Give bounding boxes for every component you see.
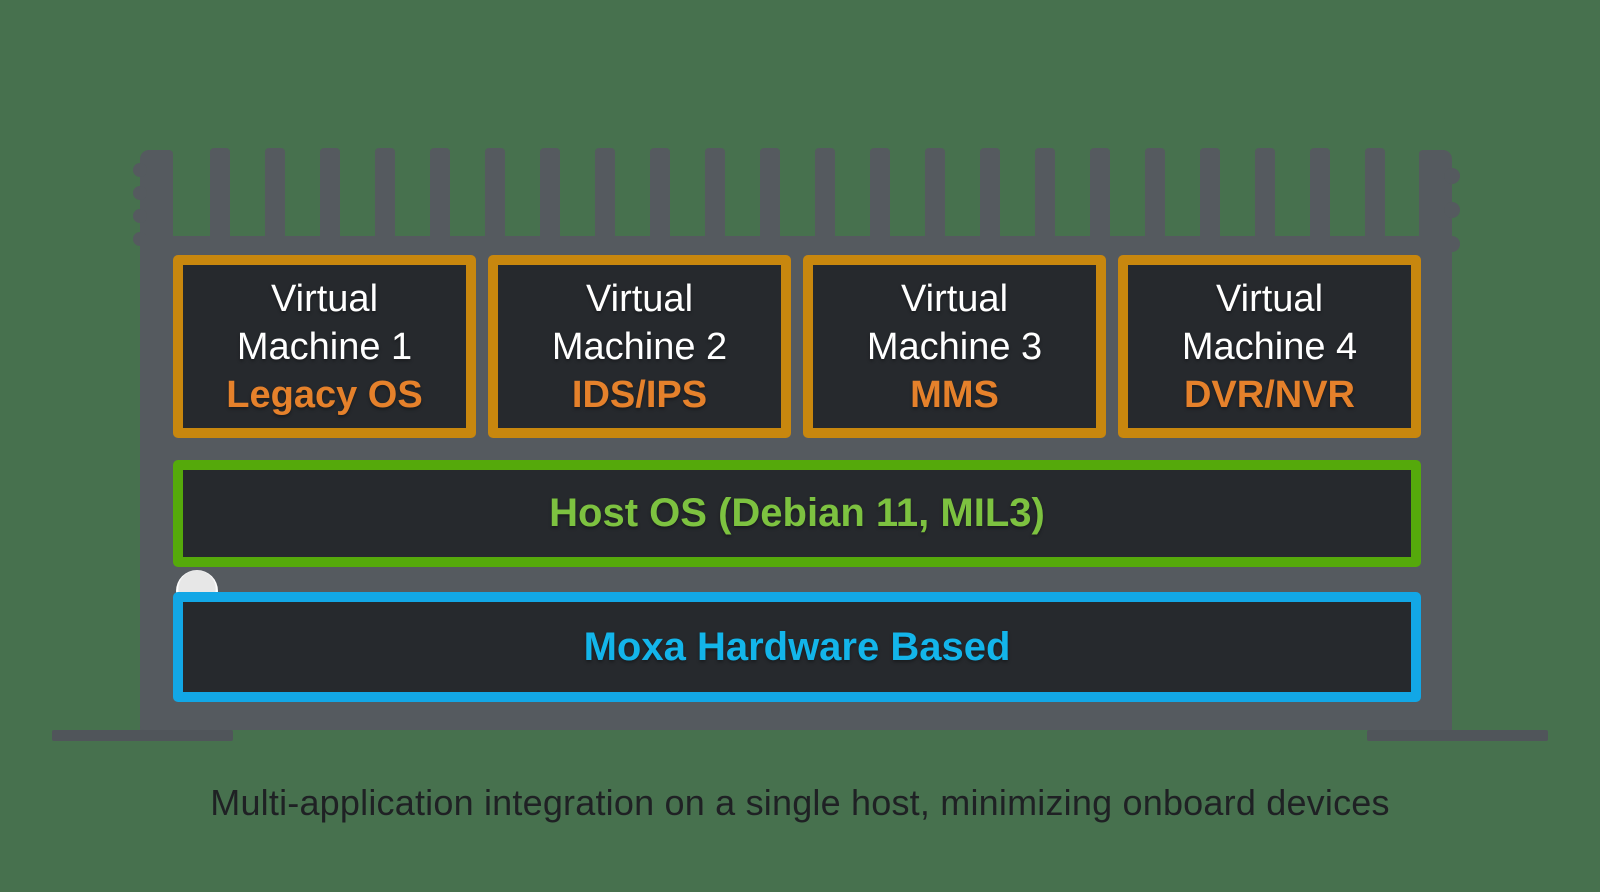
heatsink-fin (650, 148, 670, 240)
heatsink-fin (1255, 148, 1275, 240)
heatsink-fin (430, 148, 450, 240)
device-foot-left (52, 730, 233, 741)
heatsink-fin (760, 148, 780, 240)
heatsink-fin (870, 148, 890, 240)
heatsink-fin (320, 148, 340, 240)
heatsink-fin (1365, 148, 1385, 240)
vm-box-4: Virtual Machine 4 DVR/NVR (1118, 255, 1421, 438)
heatsink-fin (925, 148, 945, 240)
left-edge-bump (133, 186, 147, 200)
heatsink-fin (485, 148, 505, 240)
vm-box-1: Virtual Machine 1 Legacy OS (173, 255, 476, 438)
vm-title-line2: Machine 3 (866, 325, 1043, 368)
vm-app-label: Legacy OS (226, 373, 423, 416)
heatsink-fin (1310, 148, 1330, 240)
vm-title-line1: Virtual (1215, 277, 1324, 320)
vm-app-label: IDS/IPS (571, 373, 708, 416)
vm-title-line1: Virtual (585, 277, 694, 320)
vm-title-line2: Machine 2 (551, 325, 728, 368)
host-os-label: Host OS (Debian 11, MIL3) (549, 491, 1045, 535)
device-foot-right (1367, 730, 1548, 741)
heatsink-fin (1035, 148, 1055, 240)
heatsink-fins (210, 148, 1385, 240)
hardware-label: Moxa Hardware Based (583, 624, 1011, 669)
heatsink-fin (540, 148, 560, 240)
heatsink-fin (815, 148, 835, 240)
hardware-box: Moxa Hardware Based (173, 592, 1421, 702)
heatsink-fin (375, 148, 395, 240)
host-os-box: Host OS (Debian 11, MIL3) (173, 460, 1421, 567)
vm-title-line2: Machine 4 (1181, 325, 1358, 368)
vm-box-3: Virtual Machine 3 MMS (803, 255, 1106, 438)
vm-app-label: MMS (910, 373, 999, 416)
vm-title-line1: Virtual (900, 277, 1009, 320)
vm-title-line2: Machine 1 (236, 325, 413, 368)
heatsink-fin (210, 148, 230, 240)
heatsink-fin (1200, 148, 1220, 240)
diagram-caption: Multi-application integration on a singl… (210, 782, 1390, 823)
vm-box-2: Virtual Machine 2 IDS/IPS (488, 255, 791, 438)
heatsink-fin (265, 148, 285, 240)
left-edge-bump (133, 163, 147, 177)
heatsink-fin (1145, 148, 1165, 240)
vm-title-line1: Virtual (270, 277, 379, 320)
left-edge-bump (133, 209, 147, 223)
vm-app-label: DVR/NVR (1183, 373, 1356, 416)
right-edge-bump (1444, 168, 1460, 184)
right-edge-bump (1444, 202, 1460, 218)
heatsink-fin (980, 148, 1000, 240)
heatsink-fin (705, 148, 725, 240)
heatsink-fin (1090, 148, 1110, 240)
heatsink-fin (595, 148, 615, 240)
